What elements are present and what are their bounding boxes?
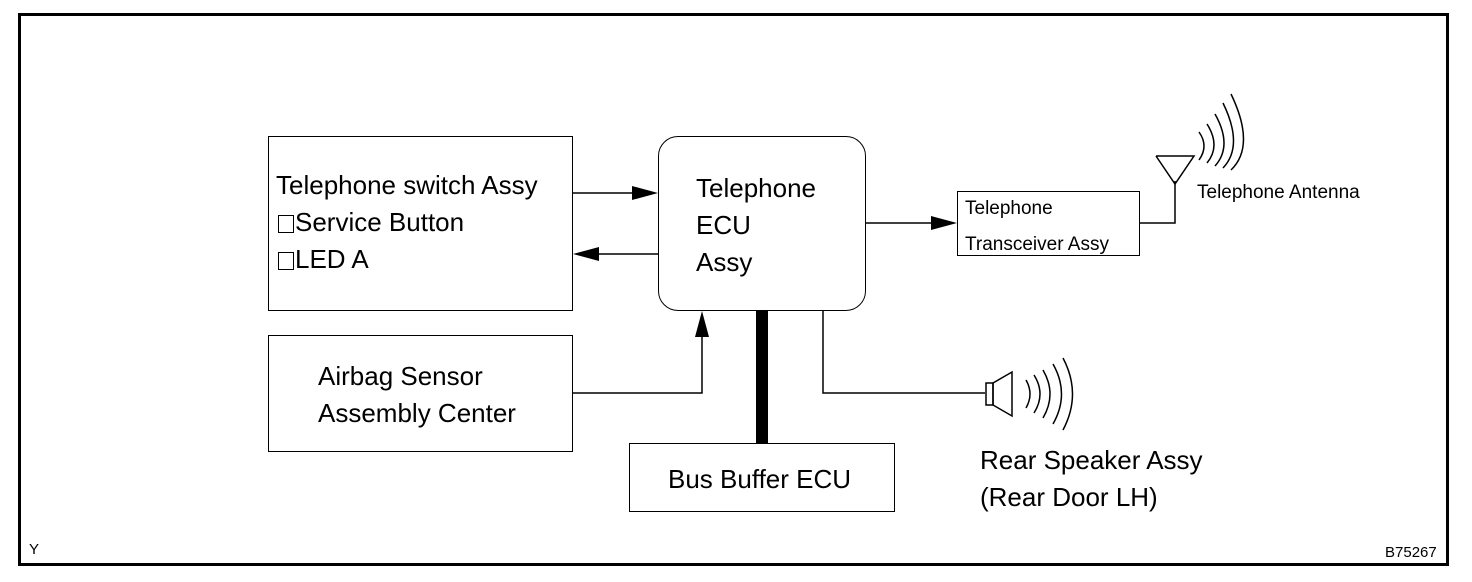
led-a-item: LED A bbox=[278, 246, 369, 272]
led-a-label: LED A bbox=[295, 244, 369, 274]
speaker-label-line1: Rear Speaker Assy bbox=[980, 445, 1203, 475]
airbag-to-ecu-line bbox=[573, 330, 703, 394]
switch-to-ecu-arrow bbox=[632, 186, 658, 200]
telephone-switch-assy-title: Telephone switch Assy bbox=[276, 170, 538, 200]
ecu-to-speaker-line bbox=[822, 311, 985, 394]
transceiver-to-antenna-line bbox=[1140, 181, 1176, 224]
checkbox-square-icon bbox=[278, 252, 294, 270]
speaker-icon bbox=[985, 357, 1074, 431]
telephone-ecu-assy-box bbox=[658, 136, 866, 311]
transceiver-box bbox=[957, 191, 1140, 256]
ecu-label-line3: Assy bbox=[696, 247, 753, 277]
bus-line bbox=[756, 311, 768, 443]
service-button-item: Service Button bbox=[278, 209, 464, 235]
airbag-label-line1: Airbag Sensor bbox=[318, 361, 483, 391]
service-button-label: Service Button bbox=[295, 207, 465, 237]
bus-buffer-ecu-box bbox=[629, 443, 895, 512]
airbag-label-line2: Assembly Center bbox=[318, 398, 516, 428]
antenna-icon bbox=[1155, 93, 1245, 186]
telephone-switch-assy-box bbox=[268, 136, 573, 311]
transceiver-label-line2: Transceiver Assy bbox=[965, 234, 1109, 255]
bus-buffer-ecu-label: Bus Buffer ECU bbox=[668, 464, 852, 494]
ecu-label-line1: Telephone bbox=[696, 173, 816, 203]
transceiver-label-line1: Telephone bbox=[965, 198, 1053, 219]
checkbox-square-icon bbox=[278, 215, 294, 233]
telephone-antenna-label: Telephone Antenna bbox=[1197, 182, 1360, 203]
corner-label-left: Y bbox=[29, 541, 40, 558]
figure-code: B75267 bbox=[1385, 544, 1437, 561]
ecu-to-switch-arrow bbox=[573, 247, 599, 261]
airbag-sensor-box bbox=[268, 335, 573, 452]
ecu-to-transceiver-arrow bbox=[931, 216, 957, 230]
airbag-to-ecu-arrow bbox=[695, 311, 709, 337]
speaker-label-line2: (Rear Door LH) bbox=[980, 482, 1158, 512]
diagram-frame bbox=[18, 13, 1449, 566]
ecu-label-line2: ECU bbox=[696, 210, 751, 240]
